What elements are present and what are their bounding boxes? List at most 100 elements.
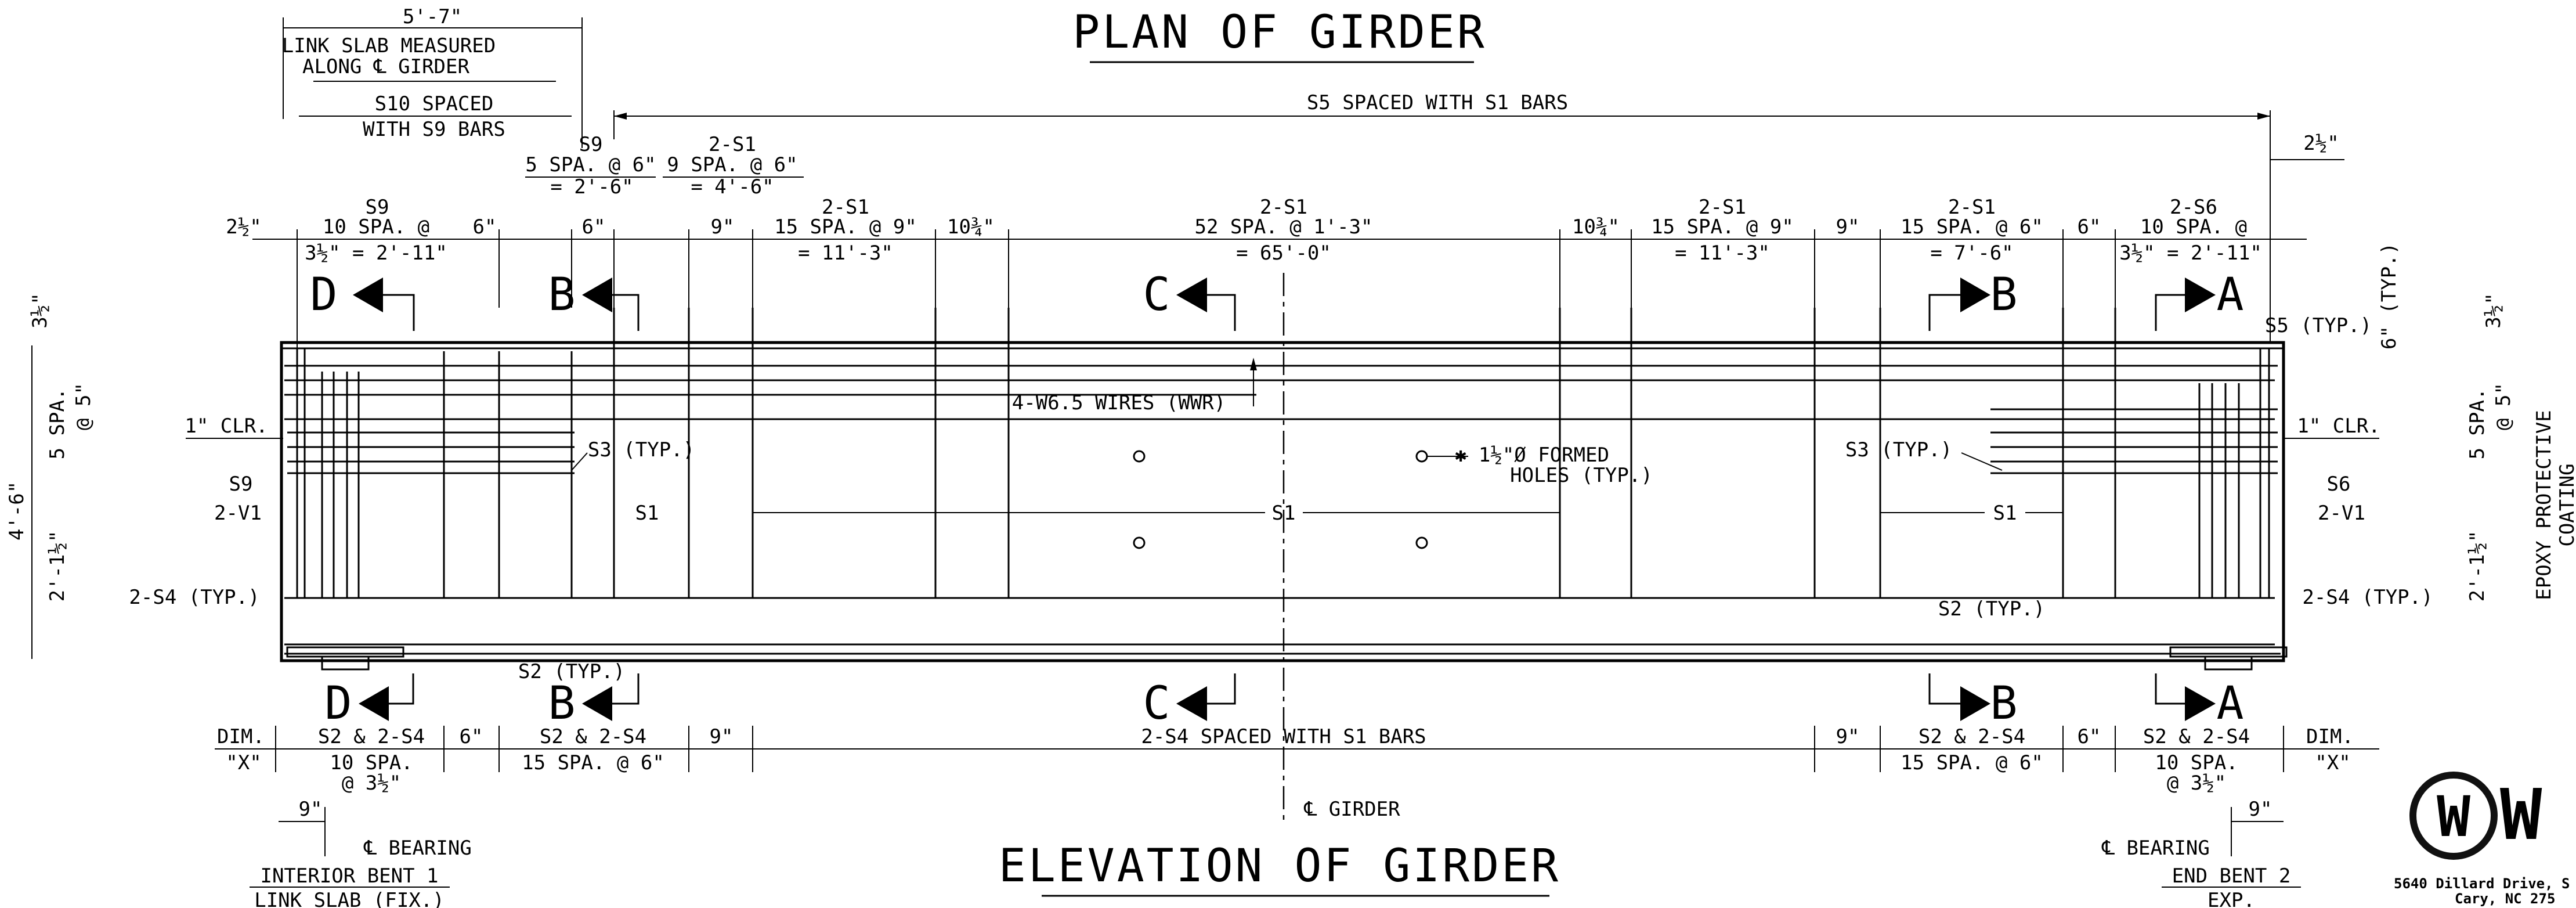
section-d-top: D bbox=[310, 269, 340, 321]
s9-top-label: S9 bbox=[579, 133, 603, 156]
top-left-dims: 5'-7" LINK SLAB MEASURED ALONG ℄ GIRDER … bbox=[282, 5, 804, 199]
s2-left-label: S2 (TYP.) bbox=[518, 660, 625, 683]
nine-bottom-left: 9" bbox=[299, 798, 323, 821]
v1-right-label: 2-V1 bbox=[2318, 502, 2365, 525]
s10-line2: WITH S9 BARS bbox=[363, 118, 505, 141]
s9-eq: 3½" = 2'-11" bbox=[305, 242, 447, 265]
girder-body bbox=[280, 273, 2285, 824]
address-line1: 5640 Dillard Drive, S bbox=[2394, 875, 2570, 892]
logo-mark: W bbox=[2437, 784, 2470, 849]
plan-dimension-row: 2½" S9 10 SPA. @ 3½" = 2'-11" 6" 6" 9" 2… bbox=[28, 132, 2505, 349]
dim-6-b: 6" bbox=[582, 215, 606, 239]
s1-mid-label: 2-S1 bbox=[1260, 196, 1307, 219]
firm-logo: W W 5640 Dillard Drive, S Cary, NC 275 bbox=[2394, 772, 2570, 907]
s1-b-eq: = 11'-3" bbox=[1675, 242, 1770, 265]
dim-9-b: 9" bbox=[1836, 215, 1860, 239]
six-right: 6" bbox=[2078, 725, 2101, 748]
s6-eq: 3½" = 2'-11" bbox=[2119, 242, 2262, 265]
dim-5-7: 5'-7" bbox=[403, 5, 462, 28]
s3-right-label: S3 (TYP.) bbox=[1845, 438, 1952, 462]
logo-circle-icon bbox=[2409, 772, 2498, 860]
s2-right-1: S2 & 2-S4 bbox=[2143, 725, 2250, 748]
section-b-top-left: B bbox=[548, 269, 578, 321]
dim-3-1-2-left: 3½" bbox=[28, 293, 52, 328]
section-d-bottom: D bbox=[325, 678, 355, 730]
at-5-left: @ 5" bbox=[72, 383, 95, 430]
s2-b-1: S2 & 2-S4 bbox=[540, 725, 646, 748]
section-c-bottom: C bbox=[1143, 678, 1173, 730]
s6-spa: 10 SPA. @ bbox=[2140, 215, 2247, 239]
address-line2: Cary, NC 275 bbox=[2455, 891, 2555, 907]
plan-title: PLAN OF GIRDER bbox=[1072, 6, 1486, 59]
dim-2-1-2-left: 2½" bbox=[226, 215, 261, 239]
at-5-right: @ 5" bbox=[2492, 383, 2515, 430]
epoxy-line2: COATING bbox=[2556, 463, 2576, 546]
s1-mid-eq: = 65'-0" bbox=[1236, 242, 1331, 265]
dim-10-3-4-a: 10¾" bbox=[947, 215, 995, 239]
section-b-bottom-right: B bbox=[1990, 678, 2020, 730]
section-a-top: A bbox=[2217, 269, 2246, 321]
dim-3-1-2-right: 3½" bbox=[2482, 293, 2505, 328]
dim-6-typ: 6" (TYP.) bbox=[2378, 243, 2401, 349]
s2-right-2: 10 SPA. bbox=[2155, 751, 2238, 774]
s1-a-spa: 15 SPA. @ 9" bbox=[774, 215, 917, 239]
bent-left-sub: LINK SLAB (FIX.) bbox=[254, 889, 445, 908]
s1-c-label: 2-S1 bbox=[1948, 196, 1996, 219]
s9-spa: 10 SPA. @ bbox=[323, 215, 429, 239]
nine-right: 9" bbox=[1836, 725, 1860, 748]
dim-x-left-1: DIM. bbox=[217, 725, 265, 748]
dim-6-c: 6" bbox=[2078, 215, 2101, 239]
bent-right: END BENT 2 bbox=[2172, 864, 2291, 888]
s6-elev-label: S6 bbox=[2327, 473, 2351, 496]
dim-x-left-2: "X" bbox=[226, 751, 261, 774]
s2-right-label: S2 (TYP.) bbox=[1938, 597, 2045, 621]
s6-label: 2-S6 bbox=[2170, 196, 2217, 219]
s2-left-1: S2 & 2-S4 bbox=[318, 725, 425, 748]
holes-label-1: ✱ 1½"Ø FORMED bbox=[1455, 444, 1609, 467]
nine-left: 9" bbox=[710, 725, 734, 748]
bearing-pads bbox=[286, 646, 2288, 671]
dim-9-a: 9" bbox=[711, 215, 735, 239]
s1-b-label: 2-S1 bbox=[1699, 196, 1746, 219]
bearing-left: ℄ BEARING bbox=[363, 837, 472, 860]
s3-left-label: S3 (TYP.) bbox=[588, 438, 695, 462]
section-markers-top: D B C B A bbox=[310, 269, 2246, 331]
dim-2-1-2-h-right: 2'-1½" bbox=[2466, 531, 2489, 602]
bent-right-sub: EXP. bbox=[2208, 889, 2255, 908]
s1-a-eq: = 11'-3" bbox=[798, 242, 893, 265]
bent-left: INTERIOR BENT 1 bbox=[260, 864, 438, 888]
six-left: 6" bbox=[460, 725, 483, 748]
s2-right-3: @ 3½" bbox=[2167, 772, 2226, 795]
logo-text: W bbox=[2500, 775, 2542, 856]
bearing-right: ℄ BEARING bbox=[2101, 837, 2210, 860]
wwr-label: 4-W6.5 WIRES (WWR) bbox=[1012, 391, 1226, 415]
s1-eq-label: = 4'-6" bbox=[691, 175, 774, 199]
s1-right-elev: S1 bbox=[1993, 502, 2017, 525]
girder-centerline: ℄ GIRDER bbox=[1303, 798, 1400, 821]
s1-mid-spa: 52 SPA. @ 1'-3" bbox=[1194, 215, 1372, 239]
s1-top-label: 2-S1 bbox=[709, 133, 756, 156]
s1-a-label: 2-S1 bbox=[822, 196, 869, 219]
holes-label-2: HOLES (TYP.) bbox=[1510, 464, 1653, 487]
s9-eq-label: = 2'-6" bbox=[550, 175, 633, 199]
s4-right-label: 2-S4 (TYP.) bbox=[2302, 586, 2433, 609]
s4-spaced-label: 2-S4 SPACED WITH S1 BARS bbox=[1141, 725, 1426, 748]
s1-b-spa: 15 SPA. @ 9" bbox=[1651, 215, 1794, 239]
s1-left-elev: S1 bbox=[635, 502, 659, 525]
bottom-dimensions: DIM. "X" S2 & 2-S4 10 SPA. @ 3½" 6" S2 &… bbox=[215, 725, 2379, 908]
s5-spaced-label: S5 SPACED WITH S1 BARS bbox=[1307, 91, 1568, 114]
s2-c-2: 15 SPA. @ 6" bbox=[1901, 751, 2043, 774]
s1-mid-elev: S1 bbox=[1272, 502, 1296, 525]
elevation-labels: S5 (TYP.) 1" CLR. 1" CLR. 5 SPA. @ 5" 5 … bbox=[5, 314, 2576, 683]
dim-2-1-2-h-left: 2'-1½" bbox=[46, 531, 69, 602]
s9-elev-label: S9 bbox=[229, 473, 253, 496]
dim-10-3-4-b: 10¾" bbox=[1572, 215, 1620, 239]
dim-x-right-1: DIM. bbox=[2306, 725, 2354, 748]
section-b-bottom-left: B bbox=[548, 678, 578, 730]
height-dim: 4'-6" bbox=[5, 481, 28, 541]
s4-left-label: 2-S4 (TYP.) bbox=[129, 586, 259, 609]
section-b-top-right: B bbox=[1990, 269, 2020, 321]
section-markers-bottom: D B C B A bbox=[325, 673, 2243, 730]
s1-c-eq: = 7'-6" bbox=[1930, 242, 2013, 265]
